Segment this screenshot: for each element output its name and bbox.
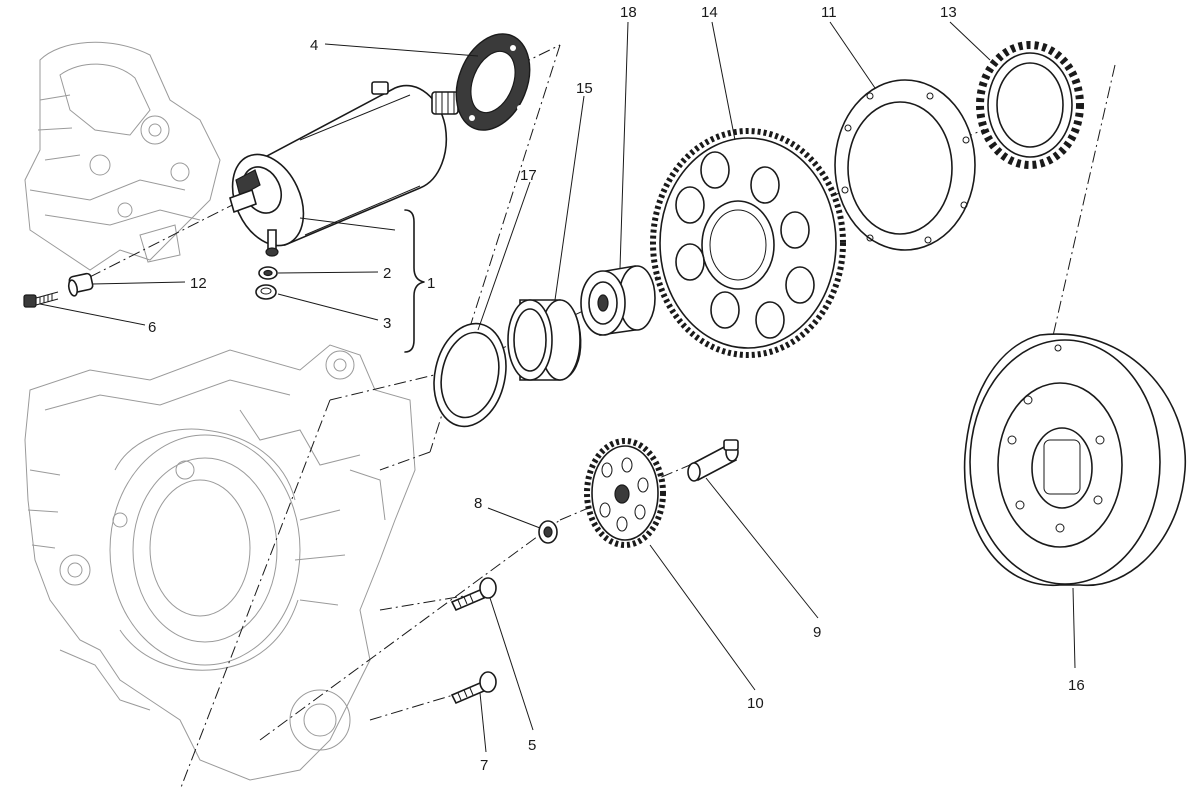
callout-15: 15 — [576, 80, 593, 97]
callout-9: 9 — [813, 624, 821, 641]
crankcase-main-housing — [24, 344, 416, 781]
callout-1: 1 — [427, 275, 435, 292]
callout-2: 2 — [383, 265, 391, 282]
sprag-clutch-13 — [976, 41, 1084, 169]
rotor-16 — [963, 333, 1187, 587]
callout-13: 13 — [940, 4, 957, 21]
callout-18: 18 — [620, 4, 637, 21]
bolt-7 — [450, 671, 497, 705]
idler-gear-10 — [584, 438, 666, 548]
callout-5: 5 — [528, 737, 536, 754]
shaft-pin-9 — [687, 439, 739, 482]
bushing-15 — [507, 299, 582, 381]
callout-3: 3 — [383, 315, 391, 332]
callout-10: 10 — [747, 695, 764, 712]
callout-7: 7 — [480, 757, 488, 774]
shim-ring-17 — [433, 322, 507, 428]
leader-lines — [39, 21, 1076, 753]
bolt-6 — [23, 291, 59, 308]
gasket-4 — [455, 33, 531, 131]
starter-motor-1 — [229, 81, 459, 257]
callout-17: 17 — [520, 167, 537, 184]
sleeve-18 — [580, 265, 656, 336]
callout-16: 16 — [1068, 677, 1085, 694]
callout-14: 14 — [701, 4, 718, 21]
spacer-12 — [67, 272, 94, 297]
starter-gear-14 — [650, 128, 846, 358]
callout-6: 6 — [148, 319, 156, 336]
callout-labels: 4 18 14 11 13 15 17 12 2 1 3 6 8 9 10 16… — [148, 4, 1085, 774]
washer-2 — [258, 266, 278, 280]
group-bracket — [404, 209, 425, 353]
nut-8 — [538, 520, 558, 544]
callout-4: 4 — [310, 37, 318, 54]
flange-ring-11 — [834, 79, 976, 251]
crankcase-upper-sketch — [24, 41, 221, 271]
bolt-5 — [450, 577, 497, 612]
callout-12: 12 — [190, 275, 207, 292]
callout-8: 8 — [474, 495, 482, 512]
callout-11: 11 — [821, 4, 837, 21]
nut-3 — [255, 284, 277, 300]
